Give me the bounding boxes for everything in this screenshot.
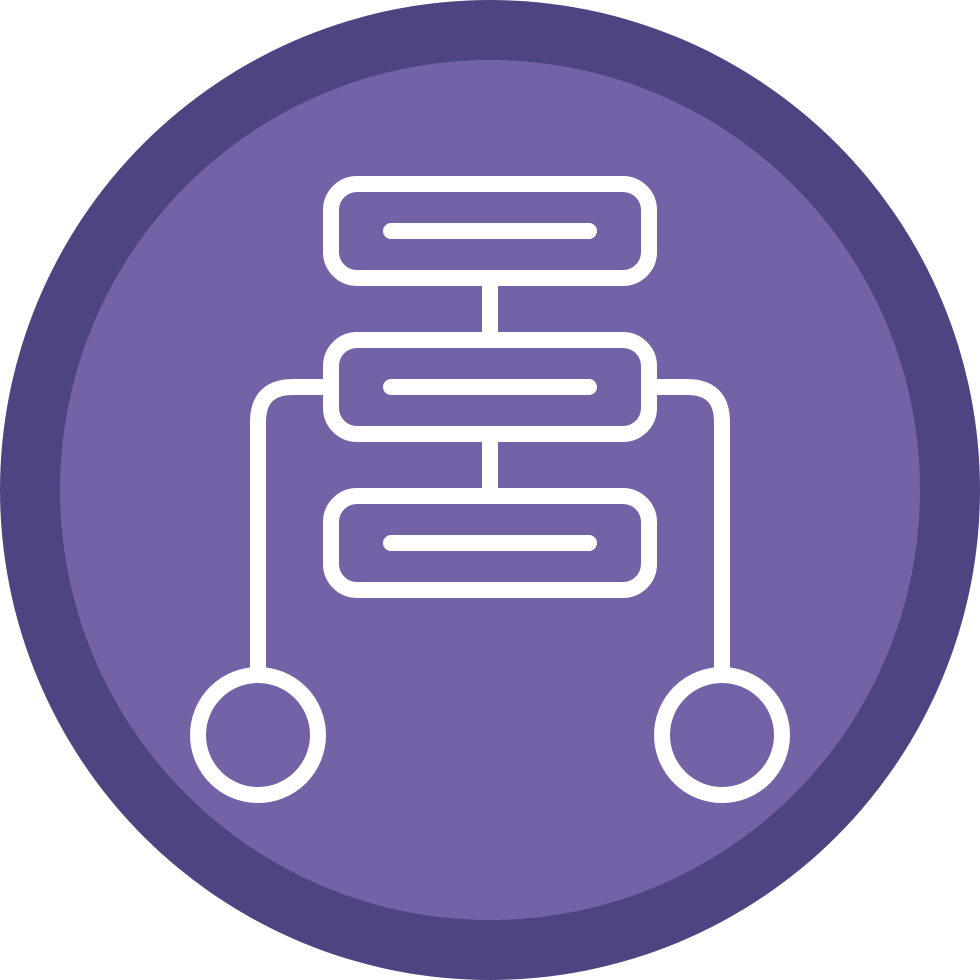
connector-left-branch xyxy=(250,379,339,680)
flowchart-node-right xyxy=(654,667,790,803)
flowchart-box-bottom xyxy=(323,488,657,598)
flowchart-glyph xyxy=(190,176,790,803)
flowchart-node-left xyxy=(190,667,326,803)
connector-right-branch xyxy=(641,379,730,680)
